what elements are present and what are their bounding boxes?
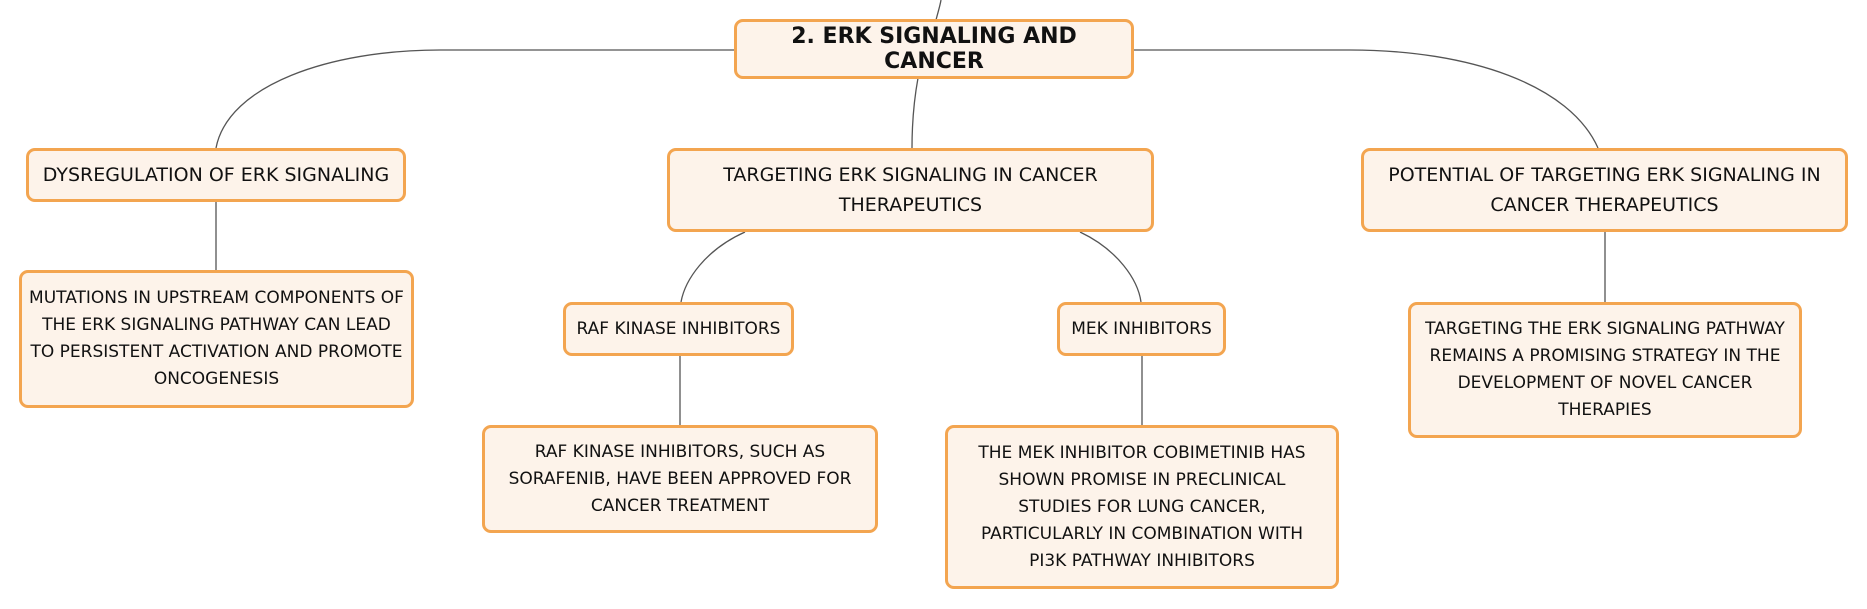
dysregulation-detail-node[interactable]: MUTATIONS IN UPSTREAM COMPONENTS OF THE … bbox=[19, 270, 414, 408]
root-topic-node[interactable]: 2. ERK SIGNALING AND CANCER bbox=[734, 19, 1134, 79]
mek-detail-text: THE MEK INHIBITOR COBIMETINIB HAS SHOWN … bbox=[978, 442, 1306, 571]
connector-root-to-dysregulation bbox=[215, 49, 738, 149]
root-topic-label: 2. ERK SIGNALING AND CANCER bbox=[791, 24, 1077, 74]
potential-detail-node[interactable]: TARGETING THE ERK SIGNALING PATHWAY REMA… bbox=[1408, 302, 1802, 438]
potential-node[interactable]: POTENTIAL OF TARGETING ERK SIGNALING IN … bbox=[1361, 148, 1848, 232]
dysregulation-node[interactable]: DYSREGULATION OF ERK SIGNALING bbox=[26, 148, 406, 202]
mek-inhibitors-label: MEK INHIBITORS bbox=[1071, 318, 1212, 339]
mek-inhibitors-node[interactable]: MEK INHIBITORS bbox=[1057, 302, 1226, 356]
potential-label: POTENTIAL OF TARGETING ERK SIGNALING IN … bbox=[1388, 164, 1821, 216]
targeting-label: TARGETING ERK SIGNALING IN CANCER THERAP… bbox=[723, 164, 1098, 216]
raf-detail-node[interactable]: RAF KINASE INHIBITORS, SUCH AS SORAFENIB… bbox=[482, 425, 878, 533]
dysregulation-detail-text: MUTATIONS IN UPSTREAM COMPONENTS OF THE … bbox=[29, 288, 404, 389]
connector-parent-to-root bbox=[935, 0, 942, 21]
connector-root-to-targeting bbox=[911, 77, 919, 149]
potential-detail-text: TARGETING THE ERK SIGNALING PATHWAY REMA… bbox=[1425, 319, 1785, 420]
connector-targeting-to-mek bbox=[1079, 231, 1142, 303]
raf-inhibitors-label: RAF KINASE INHIBITORS bbox=[576, 318, 781, 339]
targeting-node[interactable]: TARGETING ERK SIGNALING IN CANCER THERAP… bbox=[667, 148, 1154, 232]
connector-root-to-potential bbox=[1132, 49, 1599, 149]
connector-targeting-to-raf bbox=[680, 231, 746, 303]
raf-inhibitors-node[interactable]: RAF KINASE INHIBITORS bbox=[563, 302, 794, 356]
mek-detail-node[interactable]: THE MEK INHIBITOR COBIMETINIB HAS SHOWN … bbox=[945, 425, 1339, 589]
dysregulation-label: DYSREGULATION OF ERK SIGNALING bbox=[42, 164, 390, 186]
raf-detail-text: RAF KINASE INHIBITORS, SUCH AS SORAFENIB… bbox=[508, 441, 852, 516]
